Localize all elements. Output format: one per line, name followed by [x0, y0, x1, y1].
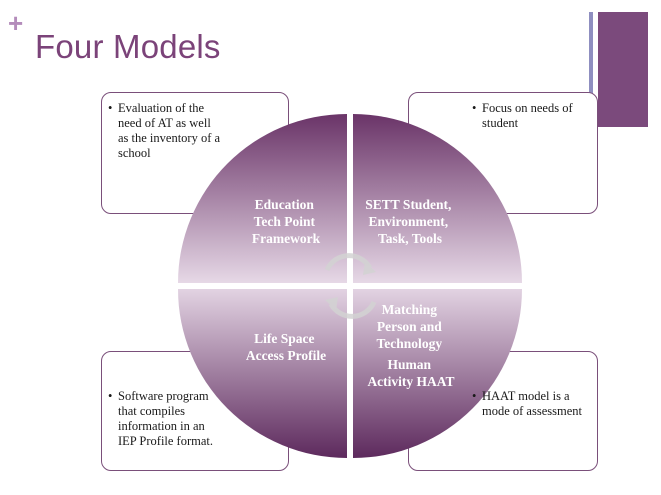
quadrant-line: Task, Tools [378, 231, 442, 246]
callout-top-left: • Evaluation of the need of AT as well a… [108, 101, 223, 161]
quadrant-line: Education [255, 197, 315, 212]
quadrant-label-education-tech-point: Education Tech Point Framework [252, 197, 321, 246]
bullet: • [108, 101, 113, 115]
quadrant-line: Matching [382, 302, 438, 317]
bullet: • [108, 389, 113, 403]
plus-icon: + [8, 8, 24, 38]
bullet: • [472, 101, 477, 115]
quadrant-line: Activity HAAT [367, 374, 454, 389]
callout-text: Evaluation of the need of AT as well as … [118, 101, 221, 160]
quadrant-bottom-right [353, 289, 522, 458]
quadrant-line: Technology [377, 336, 443, 351]
quadrant-line: Framework [252, 231, 321, 246]
callout-text: Focus on needs of student [482, 101, 573, 130]
quadrant-label-life-space: Life Space Access Profile [246, 331, 326, 363]
quadrant-line: Human [388, 357, 432, 372]
quadrant-line: Access Profile [246, 348, 326, 363]
callout-bottom-left: • Software program that compiles informa… [108, 389, 226, 449]
slide-title: Four Models [35, 28, 221, 65]
accent-bar-thin [589, 12, 593, 127]
quadrant-line: Person and [377, 319, 442, 334]
circular-arrows-icon [324, 253, 377, 319]
accent-bar-wide [598, 12, 648, 127]
quadrant-line: SETT Student, [365, 197, 451, 212]
callout-bottom-right: • HAAT model is a mode of assessment [472, 389, 592, 419]
quadrant-bottom-left [178, 289, 347, 458]
bullet: • [472, 389, 477, 403]
callout-text: HAAT model is a mode of assessment [482, 389, 582, 418]
quadrant-line: Tech Point [254, 214, 316, 229]
callout-text: Software program that compiles informati… [118, 389, 214, 448]
quadrant-label-sett: SETT Student, Environment, Task, Tools [365, 197, 454, 246]
quadrant-top-right [353, 114, 522, 283]
quadrant-line: Life Space [254, 331, 314, 346]
quadrant-top-left [178, 114, 347, 283]
quadrant-line: Environment, [368, 214, 448, 229]
quadrant-label-matching-person-haat: Matching Person and Technology Human Act… [367, 302, 454, 389]
callout-top-right: • Focus on needs of student [472, 101, 594, 131]
